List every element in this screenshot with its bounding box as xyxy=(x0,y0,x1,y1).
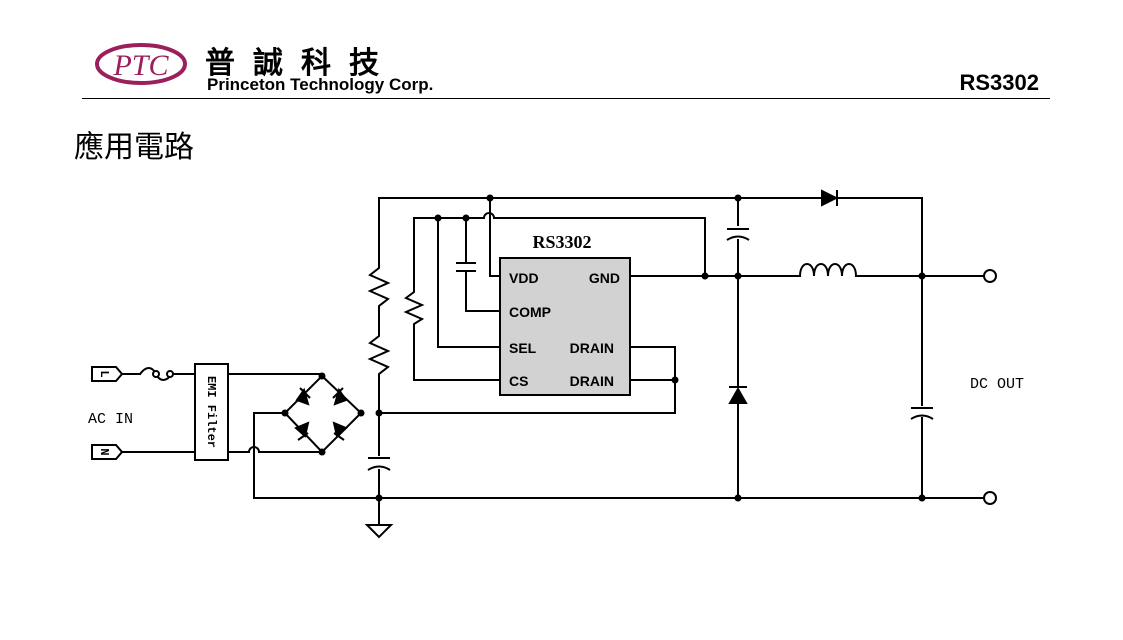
company-name-chinese: 普誠科技 xyxy=(205,46,397,81)
capacitor-input xyxy=(367,457,391,471)
header-divider xyxy=(82,98,1050,99)
ptc-logo: PTC xyxy=(95,43,187,85)
wire-comp-cap xyxy=(465,217,501,312)
output-terminal-positive xyxy=(983,269,997,283)
terminal-label-neutral: N xyxy=(97,448,111,455)
logo-text: PTC xyxy=(112,49,169,82)
bridge-diode-4 xyxy=(332,421,348,441)
capacitor-comp xyxy=(456,262,476,272)
section-title: 應用電路 xyxy=(74,130,194,165)
input-terminal-line xyxy=(91,366,124,382)
wire-sel xyxy=(437,217,501,348)
pin-cs: CS xyxy=(509,373,528,389)
diode-freewheel xyxy=(728,386,748,404)
resistor-r1 xyxy=(367,262,391,312)
capacitor-output xyxy=(910,407,934,420)
capacitor-vdd xyxy=(726,228,750,241)
junction-dots xyxy=(281,194,926,502)
bridge-diode-1 xyxy=(295,387,311,406)
wire-bridge-minus xyxy=(253,412,286,499)
output-terminal-negative xyxy=(983,491,997,505)
ic-name-label: RS3302 xyxy=(532,232,591,252)
ground-symbol xyxy=(364,524,394,539)
bridge-diode-2 xyxy=(332,387,348,406)
wire-second-rail xyxy=(413,217,706,277)
emi-filter-label: EMI Filter xyxy=(204,376,218,448)
pin-drain-1: DRAIN xyxy=(570,340,614,356)
input-terminal-neutral xyxy=(91,444,124,460)
pin-sel: SEL xyxy=(509,340,537,356)
emi-filter-box xyxy=(194,363,229,461)
pin-comp: COMP xyxy=(509,304,551,320)
page-header: PTC 普誠科技 Princeton Technology Corp. RS33… xyxy=(0,0,1123,110)
pin-drain-2: DRAIN xyxy=(570,373,614,389)
diode-output xyxy=(821,189,839,207)
resistor-r3 xyxy=(367,330,391,380)
terminal-label-line: L xyxy=(97,370,111,377)
pin-gnd: GND xyxy=(589,270,620,286)
wire-vdd xyxy=(489,197,501,277)
bridge-outline xyxy=(283,374,363,454)
inductor xyxy=(799,263,866,277)
bridge-diode-3 xyxy=(294,421,310,441)
wire-top-rail xyxy=(378,197,923,277)
pin-vdd: VDD xyxy=(509,270,539,286)
wire-r2-top xyxy=(413,217,501,381)
wire-emi-bridge-top xyxy=(227,373,323,377)
ic-body xyxy=(499,257,631,396)
company-name-english: Princeton Technology Corp. xyxy=(207,75,434,94)
resistor-r2 xyxy=(403,288,425,328)
part-number: RS3302 xyxy=(959,70,1039,95)
dc-out-label: DC OUT xyxy=(970,376,1024,393)
ac-in-label: AC IN xyxy=(88,411,133,428)
